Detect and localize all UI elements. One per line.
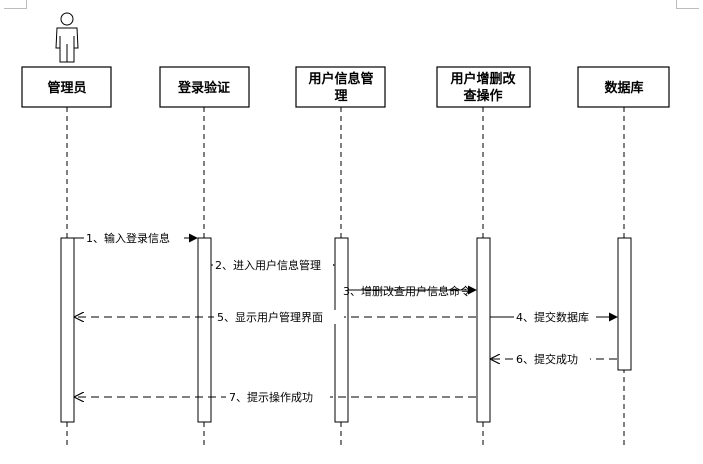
message-4: 4、提交数据库 (490, 310, 618, 324)
participant-label: 管理员 (47, 80, 86, 96)
participant-crud: 用户增删改 查操作 (436, 66, 531, 108)
message-label: 1、输入登录信息 (86, 231, 170, 245)
activation-bar-db (617, 237, 632, 371)
participant-admin: 管理员 (21, 66, 112, 108)
activation-bar-admin (60, 237, 75, 423)
message-5: 5、显示用户管理界面 (75, 310, 476, 324)
message-7: 7、提示操作成功 (75, 390, 476, 404)
message-2: 2、进入用户信息管理 (211, 258, 335, 272)
message-label: 3、增删改查用户信息命令 (343, 284, 471, 298)
page-corner-mark-left (4, 0, 27, 9)
participant-label-line-1: 用户增删改 (449, 71, 516, 87)
message-label: 6、提交成功 (516, 352, 578, 366)
page-corner-mark-right (676, 0, 699, 9)
message-6: 6、提交成功 (491, 352, 617, 366)
participant-login: 登录验证 (159, 66, 250, 108)
message-3: 3、增删改查用户信息命令 (343, 284, 477, 298)
message-label: 2、进入用户信息管理 (215, 258, 321, 272)
message-1: 1、输入登录信息 (74, 231, 198, 245)
message-label: 5、显示用户管理界面 (217, 310, 323, 324)
participant-label: 数据库 (604, 80, 643, 96)
activation-bar-usermgr (334, 237, 349, 423)
participant-db: 数据库 (577, 66, 670, 108)
participant-label: 登录验证 (177, 80, 230, 96)
message-label: 4、提交数据库 (516, 310, 589, 324)
participant-label-line-2: 查操作 (462, 88, 502, 104)
activation-bar-crud (476, 237, 491, 423)
actor-icon (55, 12, 79, 63)
activation-bar-login (197, 237, 212, 423)
participant-label-line-2: 理 (334, 89, 347, 104)
participant-usermgr: 用户信息管 理 (295, 66, 386, 108)
participant-label-line-1: 用户信息管 (307, 71, 373, 87)
message-label: 7、提示操作成功 (229, 390, 313, 404)
